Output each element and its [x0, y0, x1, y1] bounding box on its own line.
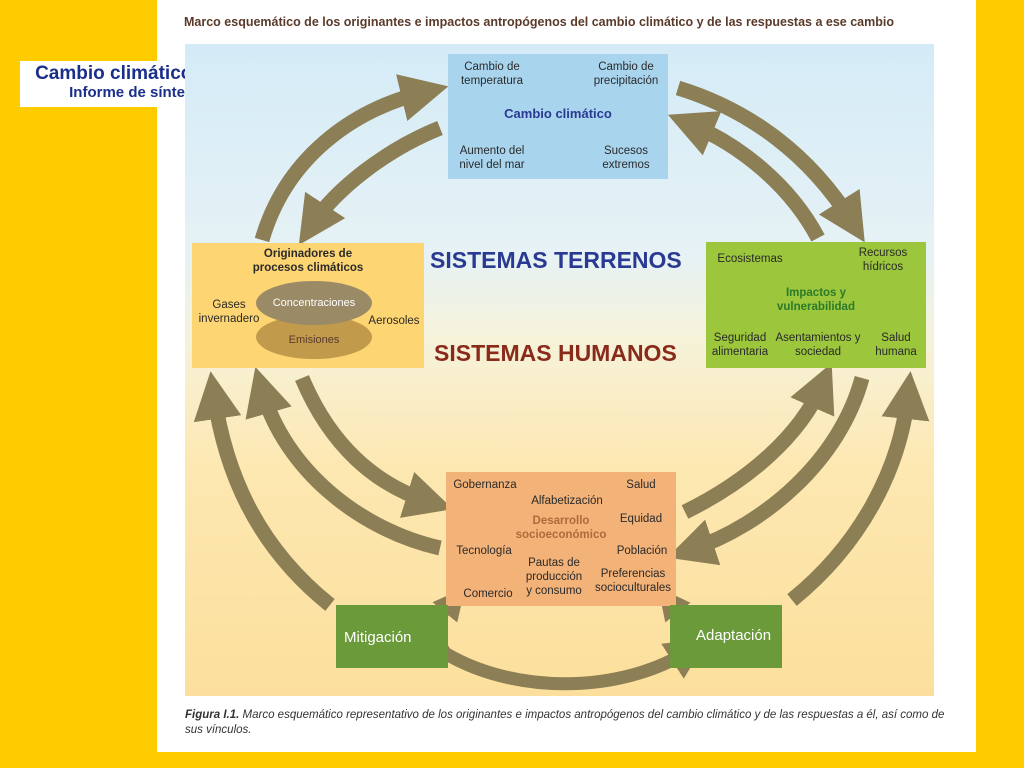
food-line2: alimentaria	[711, 346, 769, 358]
impacts-box: Ecosistemas Recursos hídricos Impactos y…	[706, 242, 926, 368]
gases-line1: Gases	[212, 299, 246, 311]
extreme-line2: extremos	[602, 159, 650, 171]
water-line1: Recursos	[858, 247, 908, 259]
emissions-label: Emisiones	[288, 334, 340, 346]
settlements-line1: Asentamientos y	[775, 332, 861, 344]
settlements-society: Asentamientos y sociedad	[772, 331, 864, 359]
dev-header-line2: socioeconómico	[515, 529, 607, 541]
food-line1: Seguridad	[713, 332, 767, 344]
technology-label: Tecnología	[456, 545, 512, 557]
health-factor-label: Salud	[626, 479, 656, 491]
ecosystems-label: Ecosistemas	[717, 253, 783, 265]
earth-systems-label: SISTEMAS TERRENOS	[430, 247, 682, 273]
production-line1: Pautas de	[528, 557, 580, 569]
literacy-label: Alfabetización	[531, 495, 603, 507]
concentrations-ellipse	[256, 281, 372, 325]
mitigation-box: Mitigación	[336, 605, 448, 668]
socioeconomic-header: Desarrollo socioeconómico	[508, 514, 614, 542]
socioeconomic-box: Gobernanza Salud Alfabetización Desarrol…	[446, 472, 676, 606]
sea-level-rise: Aumento del nivel del mar	[454, 144, 530, 172]
impacts-header-line2: vulnerabilidad	[777, 301, 855, 313]
arrow-impacts-to-climate	[667, 111, 825, 242]
population-label: Población	[616, 545, 668, 557]
human-health: Salud humana	[868, 331, 924, 359]
climate-drivers-box: Originadores de procesos climáticos Conc…	[192, 243, 424, 368]
precipitation-line1: Cambio de	[598, 61, 654, 73]
arrow-mitigation-to-drivers	[193, 371, 335, 611]
badge-subtitle: Informe de síntesis	[69, 84, 206, 101]
arrow-drivers-to-development	[295, 375, 453, 518]
impacts-header: Impactos y vulnerabilidad	[706, 286, 926, 314]
arrow-mitigation-adaptation	[411, 621, 708, 691]
aerosols-label: Aerosoles	[368, 315, 420, 327]
concentrations-label: Concentraciones	[272, 297, 356, 309]
drivers-header-line2: procesos climáticos	[252, 262, 364, 274]
arrow-climate-to-drivers	[298, 121, 443, 246]
extreme-line1: Sucesos	[603, 145, 649, 157]
arrow-drivers-to-climate	[254, 74, 449, 243]
health-line2: humana	[875, 346, 917, 358]
arrow-impacts-to-development	[667, 376, 870, 566]
water-line2: hídricos	[862, 261, 904, 273]
precipitation-line2: precipitación	[593, 75, 659, 87]
temperature-line2: temperatura	[460, 75, 523, 87]
extreme-events: Sucesos extremos	[588, 144, 664, 172]
sociocultural-preferences: Preferencias socioculturales	[590, 567, 676, 595]
drivers-header: Originadores de procesos climáticos	[192, 247, 424, 275]
adaptation-label: Adaptación	[696, 627, 772, 644]
temperature-change: Cambio de temperatura	[454, 60, 530, 88]
climate-change-header: Cambio climático	[504, 106, 612, 121]
climate-change-box: Cambio de temperatura Cambio de precipit…	[448, 54, 668, 179]
production-line2: producción	[525, 571, 583, 583]
food-security: Seguridad alimentaria	[706, 331, 774, 359]
caption-figure-number: Figura I.1.	[185, 709, 240, 721]
drivers-header-line1: Originadores de	[263, 248, 353, 260]
arrow-adaptation-to-impacts	[787, 371, 930, 606]
arrow-development-to-impacts	[681, 363, 835, 519]
greenhouse-gases: Gases invernadero	[194, 298, 264, 326]
governance-label: Gobernanza	[453, 479, 517, 491]
sea-line1: Aumento del	[459, 145, 525, 157]
human-systems-label: SISTEMAS HUMANOS	[434, 340, 677, 366]
production-consumption: Pautas de producción y consumo	[520, 556, 588, 598]
health-line1: Salud	[881, 332, 911, 344]
temperature-line1: Cambio de	[464, 61, 520, 73]
gases-line2: invernadero	[198, 313, 260, 325]
arrow-development-to-drivers	[245, 366, 442, 556]
water-resources: Recursos hídricos	[848, 246, 918, 274]
trade-label: Comercio	[463, 588, 513, 600]
preferences-line1: Preferencias	[600, 568, 666, 580]
precipitation-change: Cambio de precipitación	[586, 60, 666, 88]
adaptation-box: Adaptación	[670, 605, 782, 668]
production-line3: y consumo	[526, 585, 582, 597]
mitigation-label: Mitigación	[344, 629, 412, 646]
dev-header-line1: Desarrollo	[532, 515, 590, 527]
figure-title: Marco esquemático de los originantes e i…	[184, 15, 894, 29]
caption-text: Marco esquemático representativo de los …	[185, 709, 945, 736]
settlements-line2: sociedad	[794, 346, 842, 358]
preferences-line2: socioculturales	[594, 582, 672, 594]
figure-caption: Figura I.1. Marco esquemático representa…	[185, 708, 955, 738]
impacts-header-line1: Impactos y	[785, 287, 847, 299]
equity-label: Equidad	[619, 513, 663, 525]
arrow-climate-to-impacts	[675, 80, 865, 243]
sea-line2: nivel del mar	[459, 159, 525, 171]
